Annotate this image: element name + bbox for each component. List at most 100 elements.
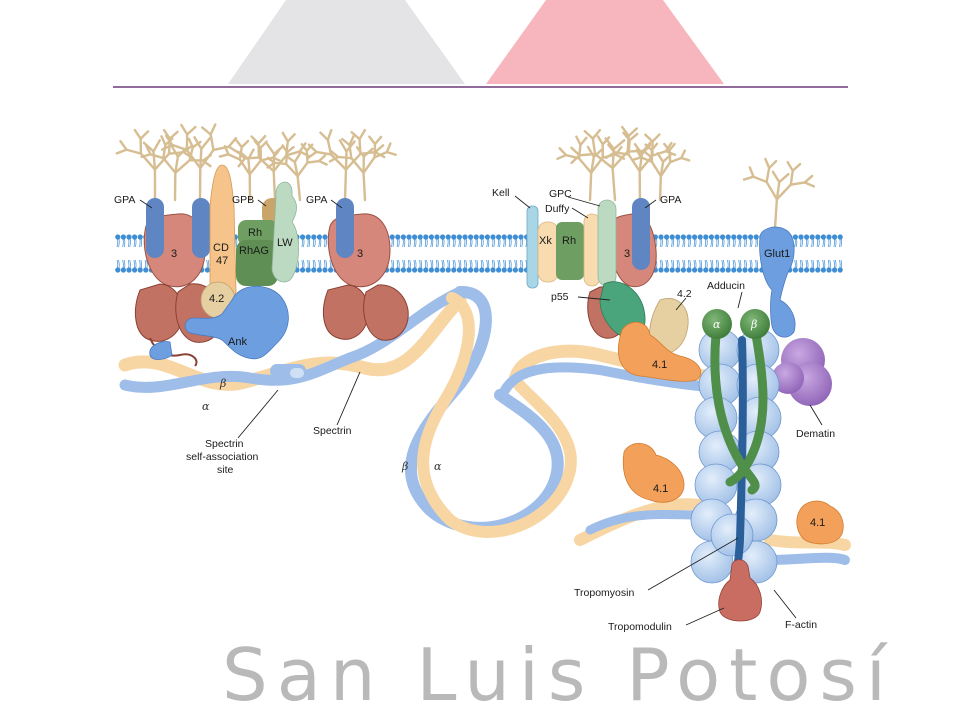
glycan-branch (285, 150, 301, 157)
watermark-text: San Luis Potosí (222, 633, 895, 717)
glycan-branch (168, 130, 179, 140)
lipid-head (132, 234, 138, 240)
adducin-beta-head (740, 309, 770, 339)
lipid-head (451, 234, 457, 240)
lipid-head (692, 267, 698, 273)
glycan-branch (344, 150, 348, 171)
glycan-branch (266, 156, 276, 165)
lipid-head (490, 234, 496, 240)
tropomodulin-protein (718, 559, 762, 622)
lipid-head (792, 267, 799, 273)
glycan-branch (578, 152, 597, 157)
lipid-head (115, 267, 121, 273)
lipid-head (311, 234, 317, 240)
ankyrin-protein (184, 285, 289, 360)
lipid-head (322, 267, 328, 273)
lipid-head (473, 234, 479, 240)
label-self-assoc-2: self-association (186, 451, 259, 463)
lipid-head (725, 267, 731, 273)
lipid-head (725, 234, 731, 240)
lipid-head (832, 267, 838, 273)
lipid-head (417, 234, 423, 240)
xk-protein (537, 221, 559, 283)
glycan-branch (272, 170, 277, 202)
glycan-branch (778, 173, 790, 184)
lipid-head (669, 267, 675, 273)
glycan-branch (635, 148, 643, 159)
lipid-head (400, 234, 406, 240)
lipid-head (512, 234, 519, 240)
label-lw: LW (277, 237, 293, 249)
lipid-head (126, 267, 132, 273)
lipid-head (204, 267, 210, 273)
glycan-branch (803, 174, 814, 184)
glycan-branch (620, 125, 630, 138)
label-cd47: CD 47 (213, 242, 232, 267)
glycan-branch (140, 153, 152, 159)
glycan-branch (284, 162, 299, 178)
glycan-branch (368, 135, 377, 146)
label-adducin-alpha: α (713, 318, 721, 331)
lipid-head (809, 267, 815, 273)
glycan-branch (651, 133, 661, 143)
rhag-protein (236, 240, 278, 286)
lipid-head (462, 267, 468, 273)
label-cd47-line1: CD (213, 242, 229, 254)
lipid-head (479, 234, 485, 240)
lipid-head (742, 234, 748, 240)
glycan-branch (358, 128, 367, 141)
glycan-branch (786, 160, 794, 172)
glycan-branch (661, 153, 672, 163)
glycan-branch (627, 127, 638, 138)
glycan-branch (385, 142, 392, 154)
glycan-branch (125, 148, 143, 155)
glycan-branch (742, 175, 755, 181)
glut1-protein (759, 226, 796, 338)
lipid-head (484, 234, 490, 240)
glycan-branch (362, 171, 367, 202)
glycan-branch (164, 134, 174, 147)
glycan-branch (605, 151, 616, 159)
lipid-head (826, 267, 832, 273)
glycan-branch (152, 139, 161, 153)
rh-right-protein (556, 222, 584, 280)
glycan-branch (174, 159, 191, 175)
lipid-head (815, 234, 821, 240)
glycan-branch (317, 154, 327, 163)
label-self-assoc-1: Spectrin (205, 438, 244, 450)
lipid-head (736, 267, 743, 273)
lipid-head (490, 267, 496, 273)
glycan-branch (187, 137, 195, 149)
glycan-branch (644, 133, 654, 143)
label-self-assoc-3: site (217, 464, 234, 476)
lipid-head (720, 267, 726, 273)
glycan-branch (300, 143, 308, 152)
glycan-branch (115, 148, 128, 155)
lipid-head (468, 267, 474, 273)
glycan-branch (791, 162, 802, 172)
label-dematin: Dematin (796, 428, 835, 440)
glycan-branch (329, 149, 340, 159)
lipid-head (322, 234, 328, 240)
gpa-mid-protein (336, 198, 354, 258)
glycan-branch (556, 153, 568, 161)
glycan-branch (639, 156, 654, 164)
lipid-head (792, 234, 799, 240)
glycan-branch (266, 142, 276, 156)
lipid-head (826, 234, 832, 240)
gpa-right-protein (632, 198, 650, 270)
glycan-branch (651, 150, 668, 157)
label-rhag: RhAG (239, 245, 269, 257)
glycan-branch (664, 141, 673, 153)
glycan-branch (771, 170, 781, 184)
lipid-head (423, 267, 429, 273)
lipid-head (507, 267, 513, 273)
glycan-branch (162, 156, 177, 175)
glycan-branch (611, 166, 617, 202)
glycan-chains (115, 123, 816, 230)
glycan-branch (775, 180, 781, 201)
kell-protein (526, 205, 539, 289)
glycan-branch (341, 137, 351, 147)
glycan-branch (680, 149, 687, 160)
